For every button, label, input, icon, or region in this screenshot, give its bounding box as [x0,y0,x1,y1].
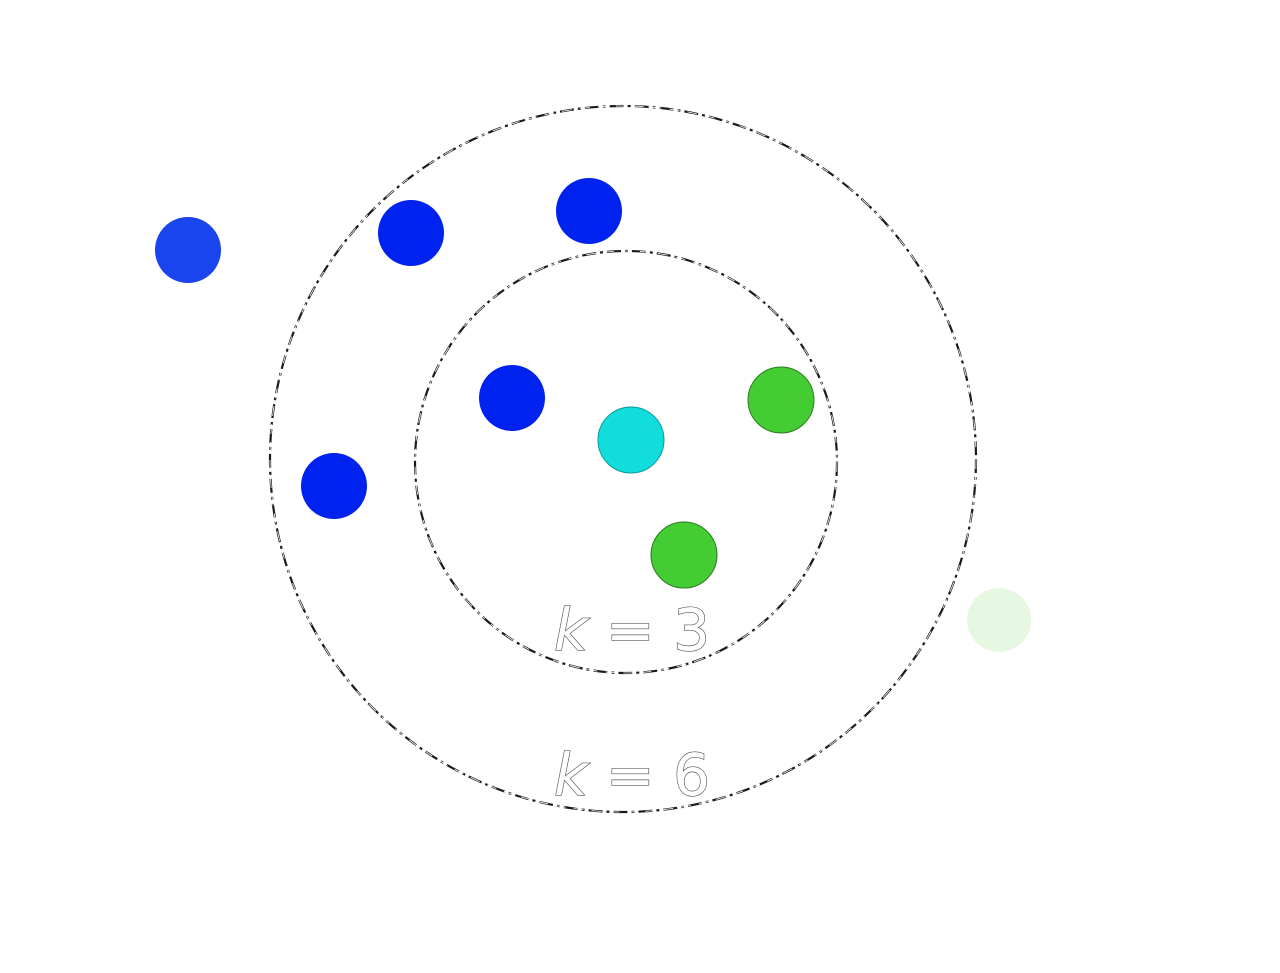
green-point-2 [650,521,718,589]
k6-label-eq: = 6 [588,741,710,809]
blue-point-4 [479,365,545,431]
k6-label-var: k [554,741,590,809]
blue-point-2 [378,200,444,266]
ring-k6 [268,104,978,814]
k3-label-eq: = 3 [588,596,710,664]
k3-label: k = 3 [554,596,710,664]
ring-k3 [413,249,839,675]
k6-label: k = 6 [554,741,710,809]
query-point [597,406,665,474]
green-point-1 [747,366,815,434]
blue-point-5 [301,453,367,519]
data-points [155,178,1031,652]
blue-point-3 [556,178,622,244]
green-point-3 [967,588,1031,652]
blue-point-1 [155,217,221,283]
k3-label-var: k [554,596,590,664]
